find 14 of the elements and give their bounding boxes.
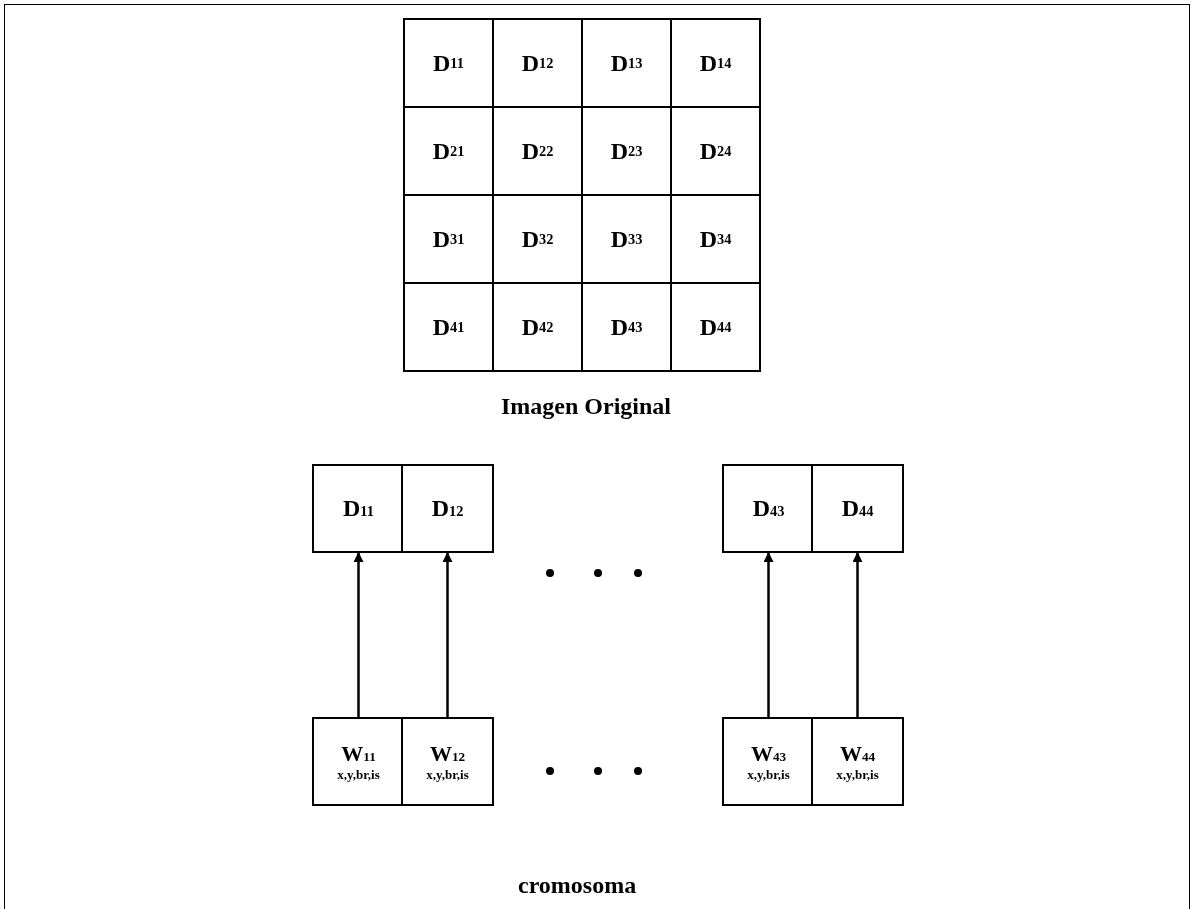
gene-box xyxy=(811,464,904,553)
caption: Imagen Original xyxy=(501,393,671,420)
gene-box xyxy=(401,464,494,553)
parameter-list: x,y,br,is xyxy=(747,766,790,783)
arrow xyxy=(442,552,453,717)
parameter-list: x,y,br,is xyxy=(337,766,380,783)
gene-box xyxy=(811,717,904,806)
gene-box xyxy=(401,717,494,806)
arrow xyxy=(852,552,863,717)
caption: cromosoma xyxy=(518,872,637,899)
arrow xyxy=(353,552,364,717)
parameter-list: x,y,br,is xyxy=(426,766,469,783)
arrow xyxy=(763,552,774,717)
parameter-list: x,y,br,is xyxy=(836,766,879,783)
